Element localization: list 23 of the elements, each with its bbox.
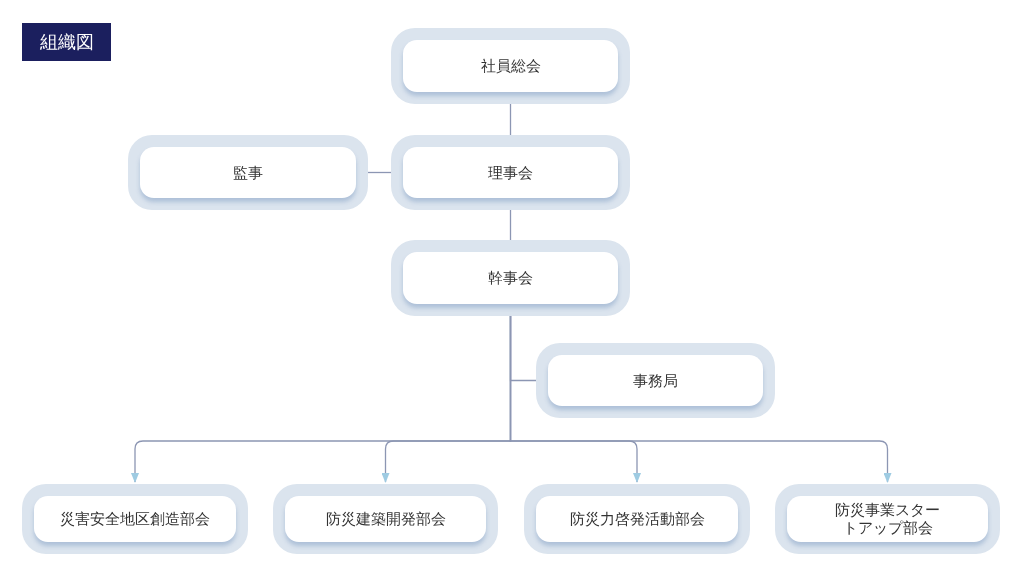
org-unit-box [391, 28, 630, 104]
unit-name: 事務局 [633, 371, 678, 390]
org-unit-box [775, 484, 1000, 554]
arrow [509, 315, 892, 483]
unit-name: 理事会 [488, 163, 533, 182]
unit-name: 災害安全地区創造部会 [60, 510, 210, 528]
unit-name: 社員総会 [480, 57, 541, 75]
title-label: 組織図 [22, 23, 111, 61]
org-unit-box [22, 484, 248, 554]
unit-name: 防災力啓発活動部会 [569, 510, 705, 528]
unit-name: 監事 [233, 163, 263, 182]
org-unit-box [536, 343, 775, 418]
org-unit-box [128, 135, 368, 210]
connector-line [367, 171, 392, 174]
org-unit-box [391, 240, 630, 316]
connector-line [509, 209, 512, 241]
unit-name: 幹事会 [488, 269, 533, 287]
org-unit-box [524, 484, 750, 554]
unit-name: 防災建築開発部会 [325, 510, 446, 528]
org-unit-box [391, 135, 630, 210]
org-unit-box [273, 484, 498, 554]
unit-name: 防災事業スタートアップ部会 [834, 501, 941, 537]
connector-line [509, 103, 512, 136]
